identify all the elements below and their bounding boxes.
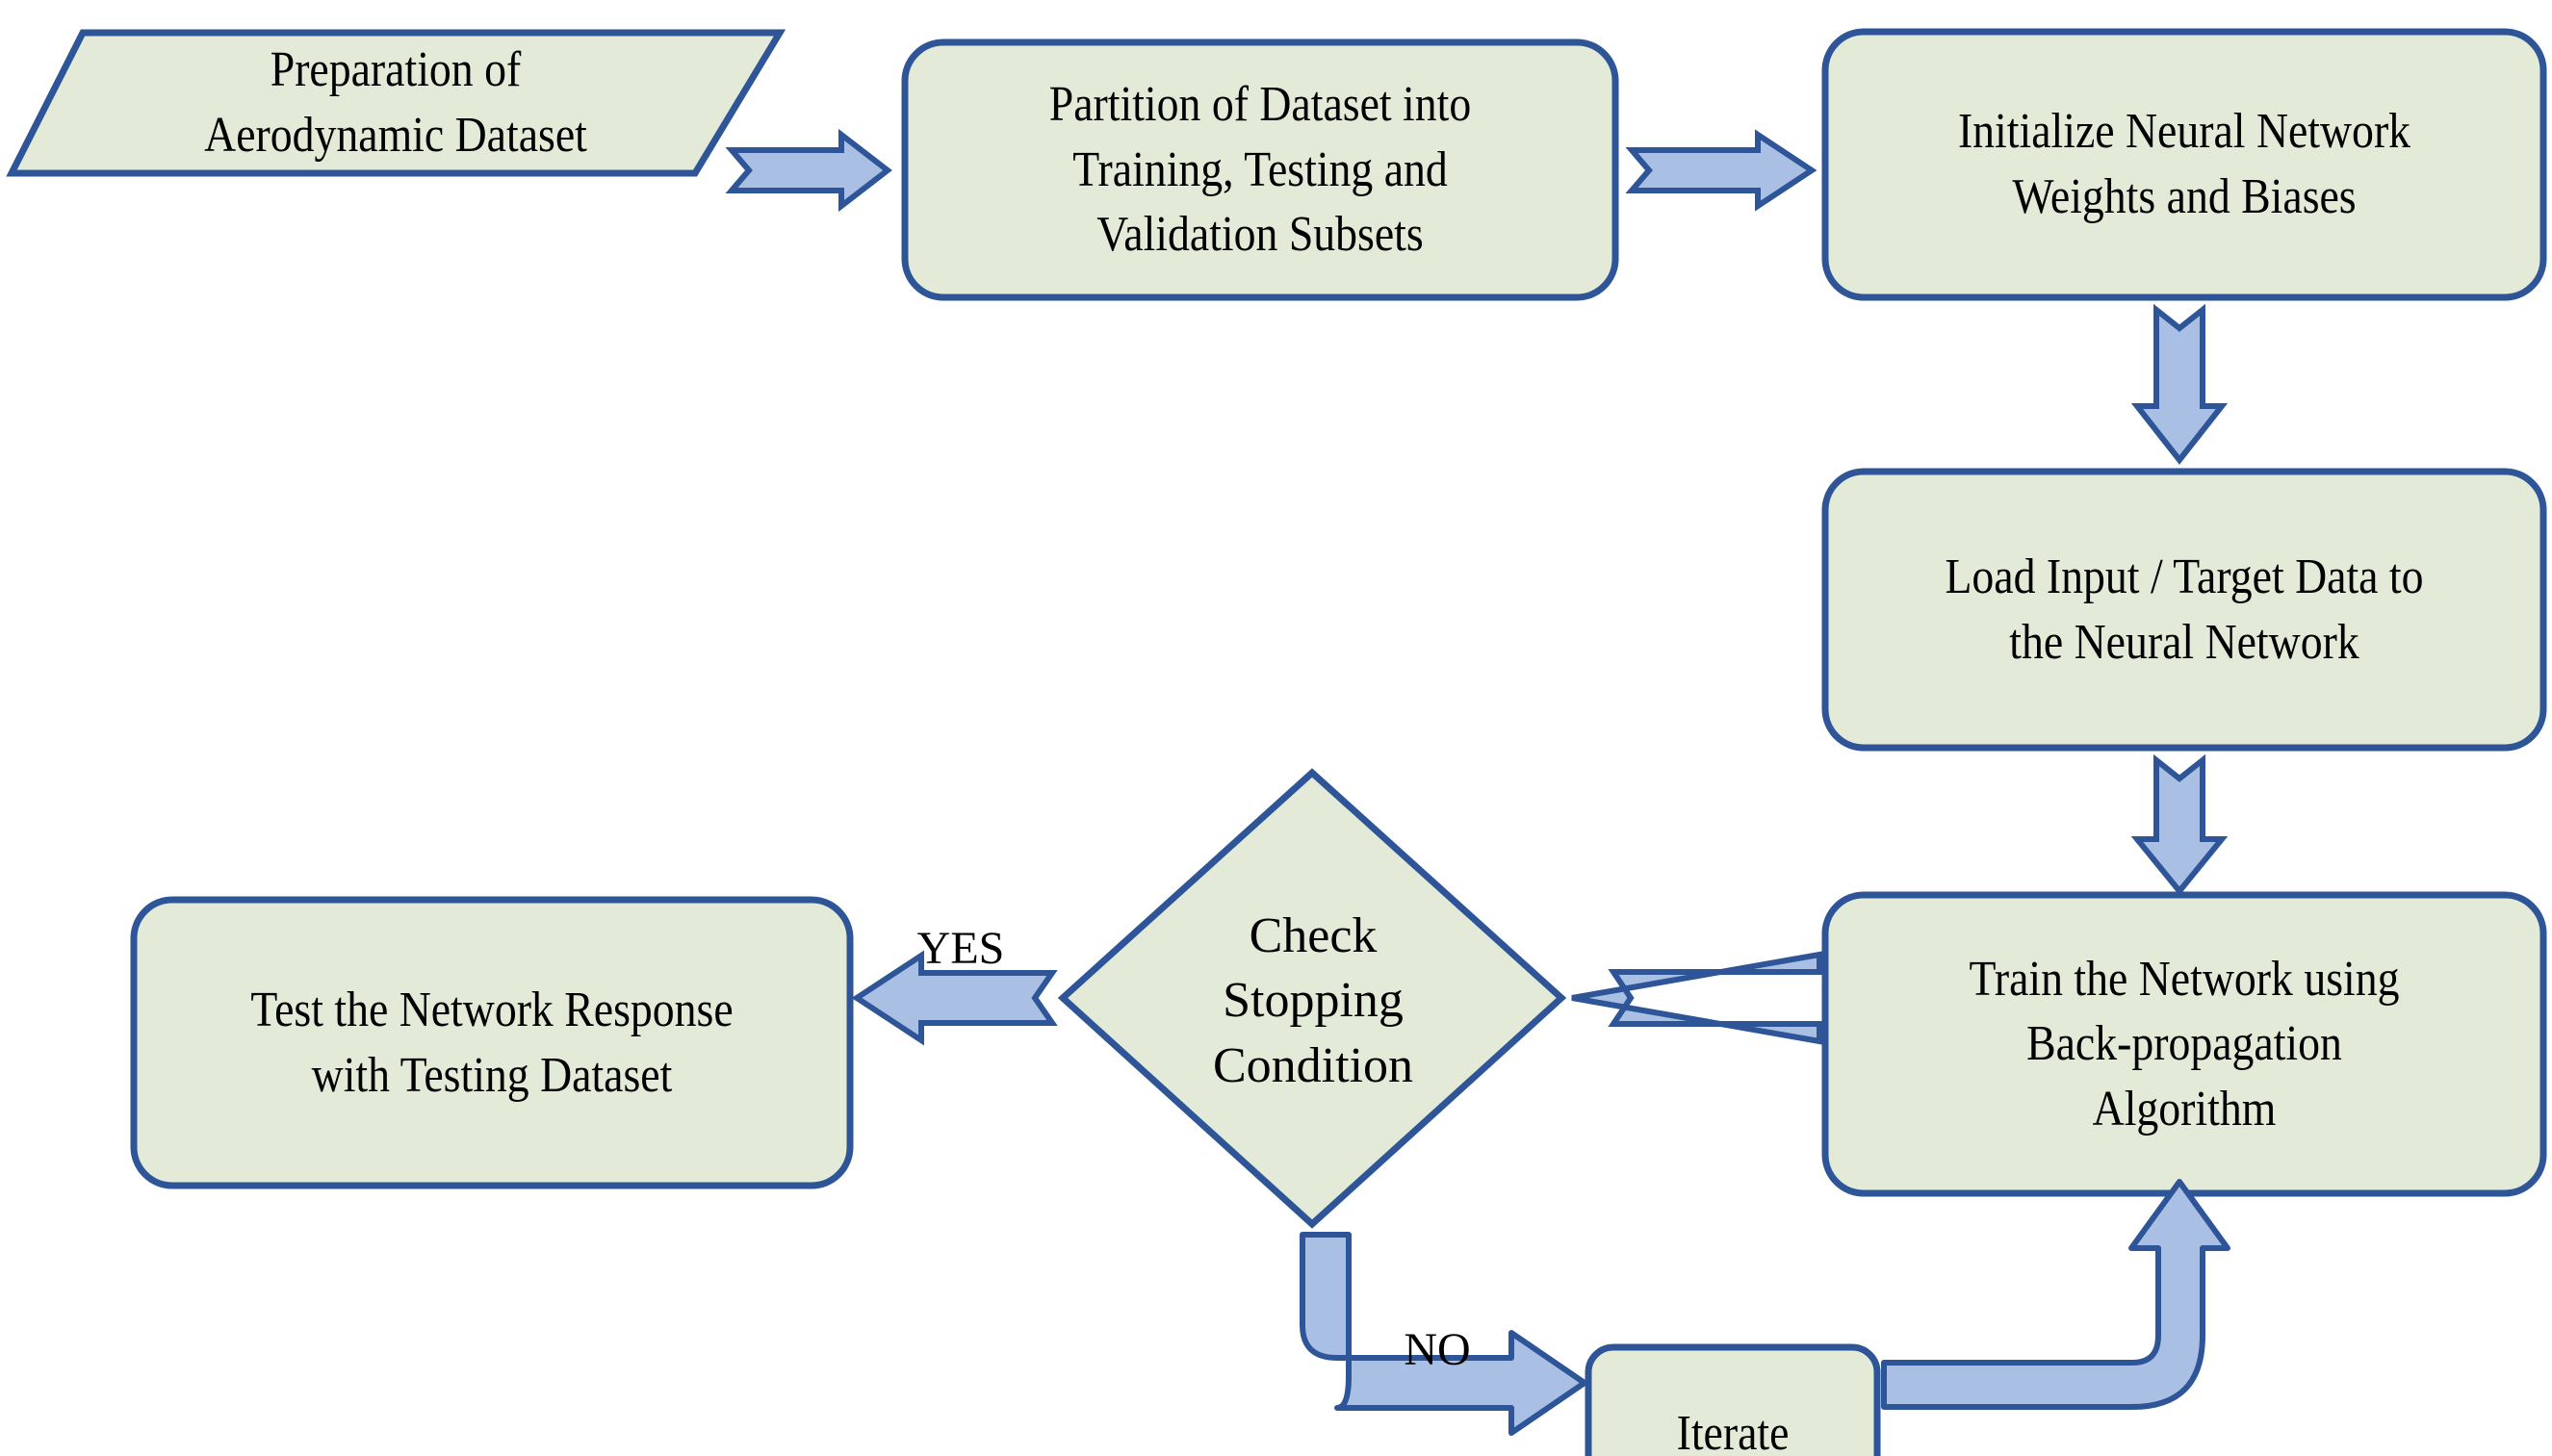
node-load-data[interactable]: [1825, 472, 2543, 748]
arrow-iterate-to-train: [1881, 1179, 2230, 1410]
edge-label-yes: YES: [916, 923, 1005, 974]
arrow-prepare-to-partition: [725, 128, 892, 213]
node-prepare-dataset[interactable]: [12, 33, 780, 173]
node-shape-load-data[interactable]: [1821, 468, 2547, 752]
node-shape-iterate[interactable]: [1585, 1343, 1881, 1456]
node-shape-check-stopping-condition[interactable]: [1057, 768, 1567, 1229]
arrow-partition-to-initialize: [1625, 129, 1817, 212]
node-shape-prepare-dataset[interactable]: [6, 29, 786, 177]
arrow-check-to-iterate: [1300, 1232, 1587, 1436]
node-iterate[interactable]: [1588, 1347, 1877, 1456]
node-partition-dataset[interactable]: [905, 42, 1615, 297]
arrow-check-to-test: [851, 950, 1058, 1046]
node-shape-test-network[interactable]: [130, 896, 854, 1189]
arrow-train-to-check: [1571, 951, 1822, 1045]
edge-label-no: NO: [1404, 1324, 1471, 1375]
arrow-initialize-to-load: [2130, 303, 2229, 465]
arrow-load-to-train: [2130, 754, 2229, 896]
node-check-stopping-condition[interactable]: [1063, 773, 1561, 1224]
node-train-network[interactable]: [1825, 895, 2543, 1193]
node-test-network[interactable]: [134, 900, 850, 1186]
node-shape-initialize-network[interactable]: [1821, 28, 2547, 301]
node-initialize-network[interactable]: [1825, 32, 2543, 297]
node-shape-partition-dataset[interactable]: [901, 38, 1619, 301]
